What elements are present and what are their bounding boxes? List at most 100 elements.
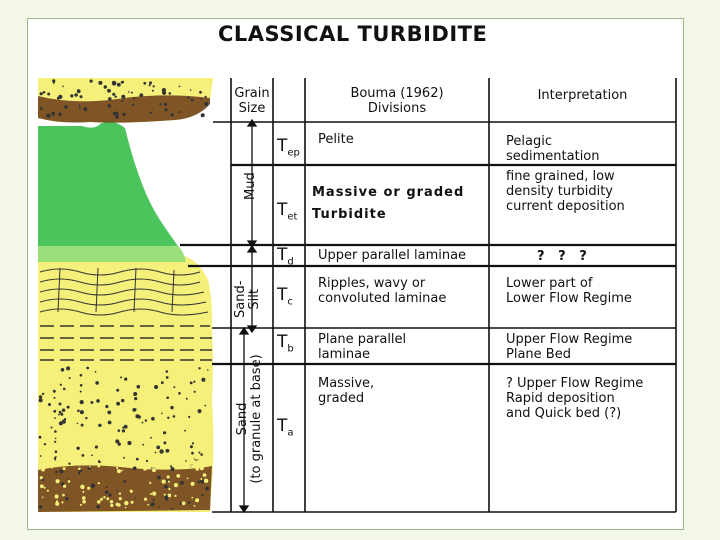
gravel-grain [54,417,56,419]
gravel-grain [55,479,60,484]
gravel-grain [58,402,62,406]
gravel-grain [164,108,168,112]
gravel-grain [135,414,140,419]
gravel-grain [154,385,159,389]
gravel-grain [198,451,201,454]
gravel-grain [159,103,162,106]
gravel-grain [38,505,43,509]
gravel-grain [156,445,161,450]
gravel-grain [62,493,65,497]
gravel-grain [121,94,126,99]
gravel-grain [164,102,168,106]
gravel-grain [195,466,200,471]
gravel-grain [165,370,169,373]
gravel-grain [108,97,112,101]
gravel-grain [163,431,167,435]
gravel-grain [97,500,101,504]
gravel-grain [184,429,187,432]
gravel-grain [52,114,55,117]
gravel-grain [52,79,56,83]
gravel-grain [123,424,128,429]
gravel-grain [170,467,175,472]
gravel-grain [41,392,45,396]
gravel-grain [170,465,173,468]
gravel-grain [172,415,176,418]
gravel-grain [139,93,144,98]
gravel-grain [46,113,51,118]
gravel-grain [65,497,69,501]
gravel-grain [90,483,96,488]
gravel-grain [163,493,166,496]
gravel-grain [205,486,210,491]
gravel-grain [107,410,112,415]
gravel-grain [152,491,157,496]
gravel-grain [167,416,170,419]
gravel-grain [124,500,129,506]
gravel-grain [48,403,51,406]
gravel-grain [58,112,62,116]
interpretation-tet: fine grained, low density turbidity curr… [506,169,625,214]
gravel-grain [174,494,177,497]
gravel-grain [195,498,200,503]
gravel-grain [131,103,135,107]
gravel-grain [60,412,64,416]
gravel-grain [200,479,205,484]
gravel-grain [54,450,58,454]
gravel-grain [42,91,46,94]
gravel-grain [164,484,168,489]
interpretation-ta: ? Upper Flow Regime Rapid deposition and… [506,376,644,421]
gravel-grain [161,412,163,415]
gravel-grain [108,493,112,497]
division-name-tet: Massive or graded Turbidite [312,185,465,222]
gravel-grain [77,471,81,475]
gravel-grain [130,91,133,94]
gravel-grain [39,476,43,480]
gravel-grain [62,387,66,391]
mud-layer [38,121,178,246]
gravel-grain [197,480,201,484]
gravel-grain [144,419,148,422]
gravel-grain [99,459,103,462]
gravel-grain [39,92,43,96]
gravel-grain [143,81,147,85]
gravel-grain [70,94,74,98]
gravel-grain [66,405,70,409]
gravel-grain [63,418,67,421]
gravel-grain [116,490,119,492]
gravel-grain [98,423,102,427]
ripple-laminae [39,267,209,316]
gravel-grain [170,405,174,410]
gravel-grain [82,500,86,504]
interpretation-td: ? ? ? [537,249,587,264]
gravel-grain [127,440,132,446]
gravel-grain [135,457,139,461]
grain-size-sand: Sand (to granule at base) [235,354,264,484]
gravel-grain [200,98,202,101]
gravel-grain [53,396,56,399]
grain-size-mud: Mud [243,172,258,200]
gravel-grain [76,446,80,450]
gravel-grain [147,503,150,506]
gravel-grain [86,366,90,370]
gravel-grain [194,455,199,460]
sediment-column [38,78,214,512]
division-symbol-tc: Tc [277,285,293,308]
gravel-grain [121,398,125,403]
gravel-grain [104,490,109,495]
gravel-grain [171,507,174,510]
gravel-grain [59,469,64,474]
gravel-grain [40,484,44,489]
gravel-grain [116,462,120,466]
gravel-grain [124,506,127,509]
gravel-grain [193,390,196,393]
gravel-grain [127,91,130,93]
gravel-grain [55,470,58,474]
gravel-grain [115,502,119,506]
gravel-grain [94,445,98,449]
gravel-grain [191,442,194,445]
gravel-grain [91,454,93,457]
gravel-grain [121,469,123,472]
gravel-grain [149,111,152,115]
gravel-grain [118,497,122,501]
gravel-grain [116,82,121,87]
